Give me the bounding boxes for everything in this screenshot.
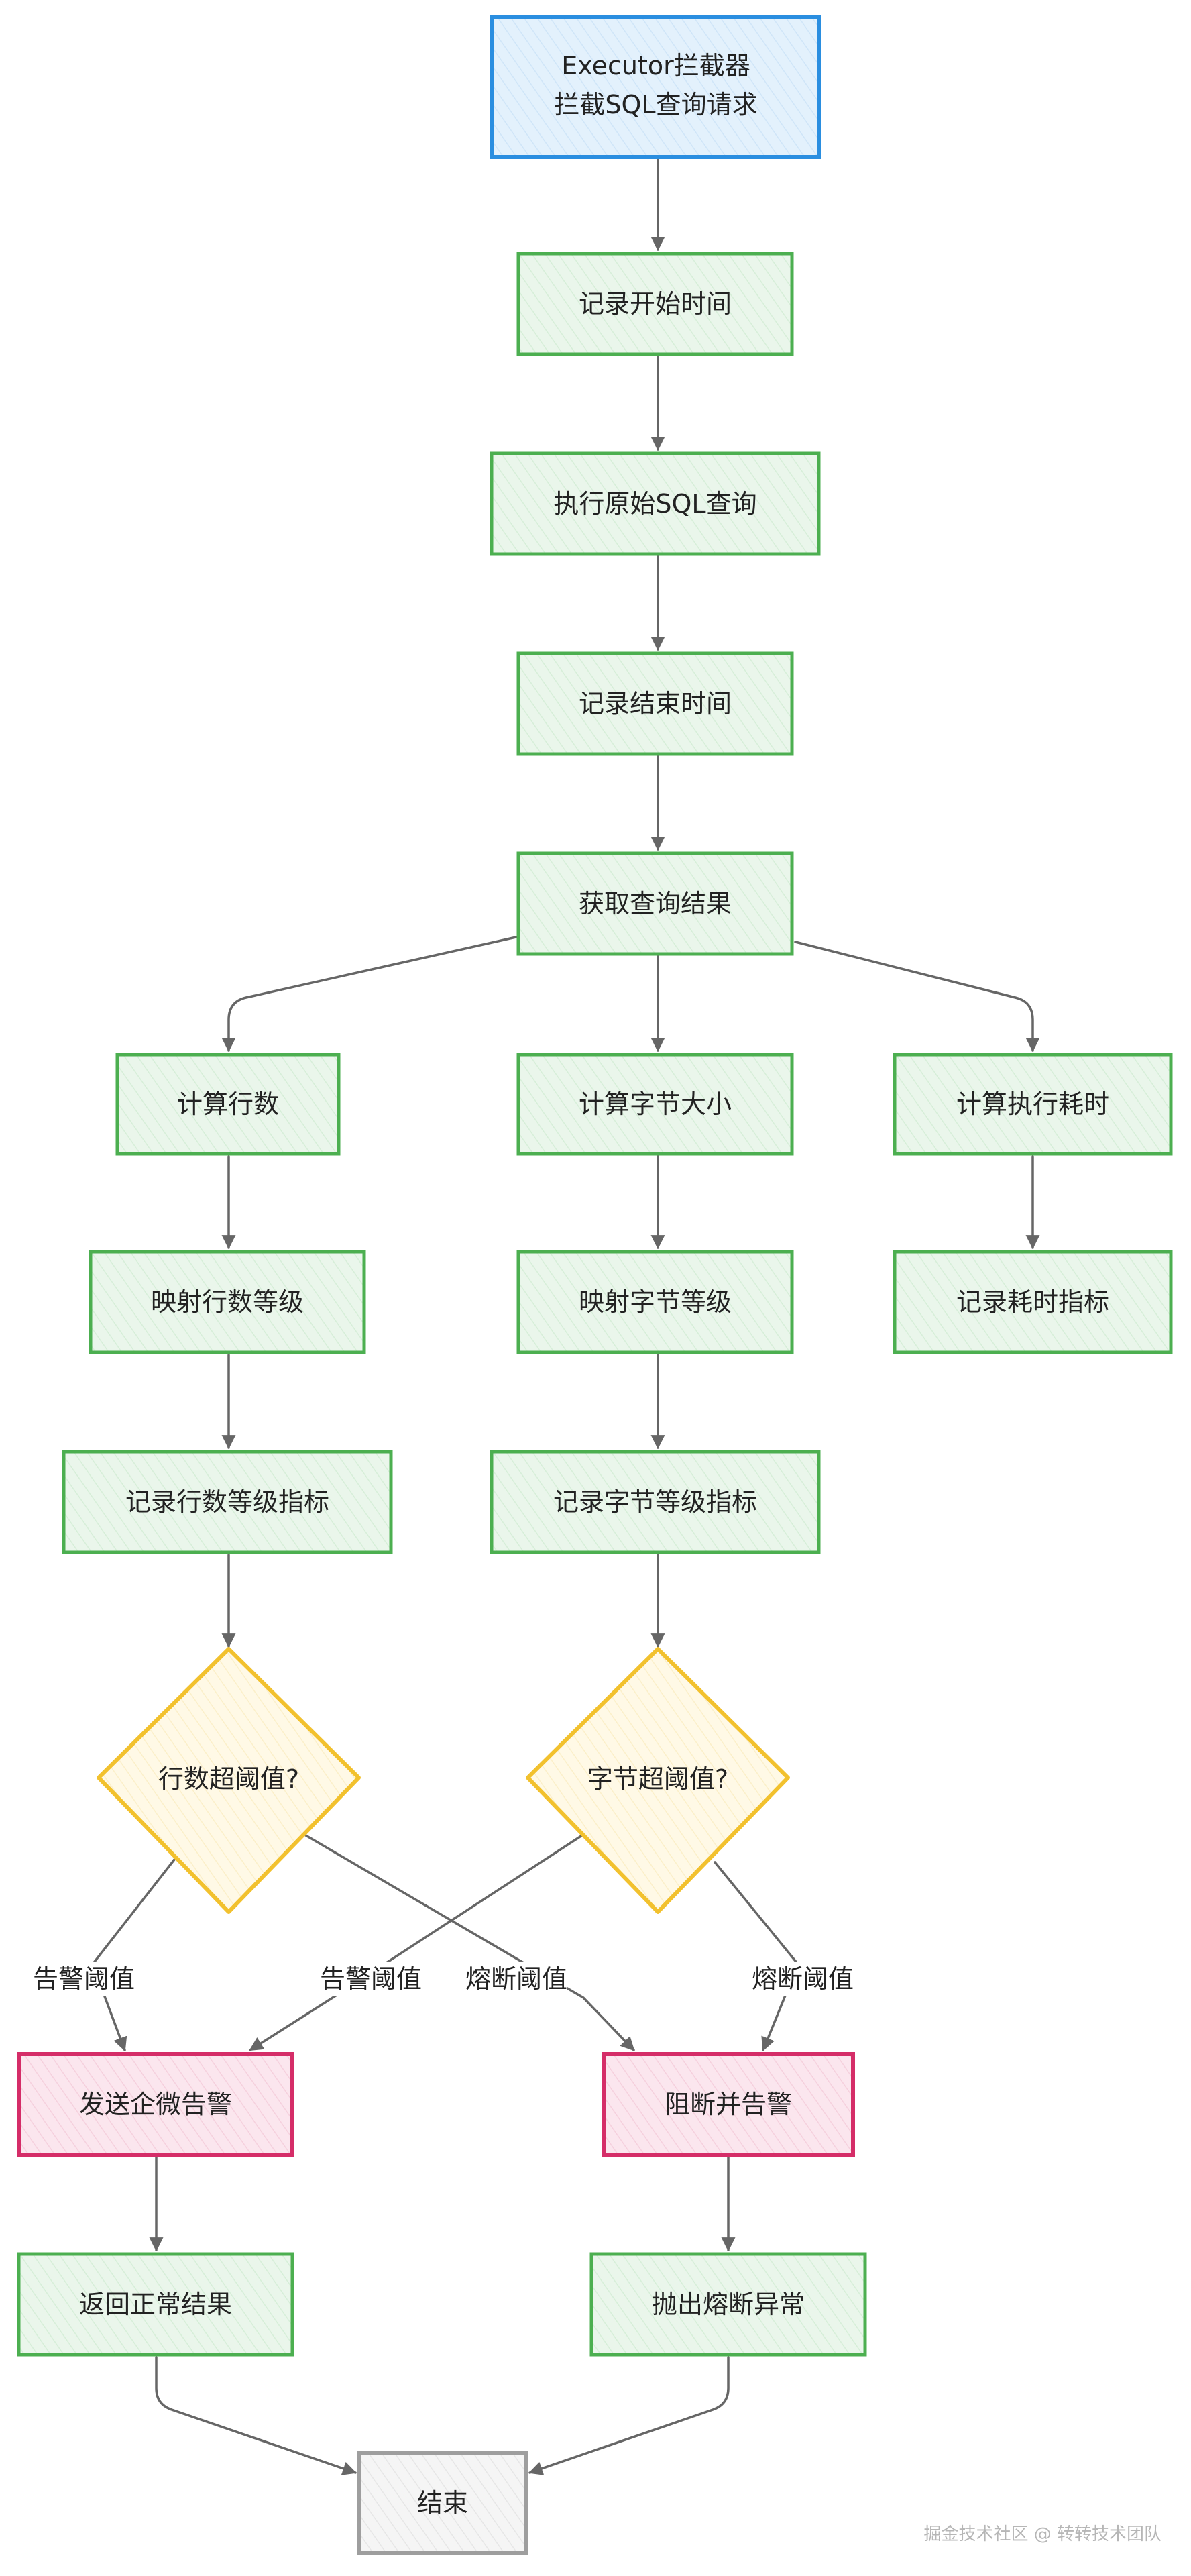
node-executor-interceptor: Executor拦截器 拦截SQL查询请求 [490,15,821,159]
node-send-alert: 发送企微告警 [17,2052,294,2157]
node-executor-line1: Executor拦截器 [561,51,750,80]
edge-rows-alert [91,1858,176,2051]
node-calc-rows-label: 计算行数 [177,1089,279,1119]
edge-bytes-alert [249,1834,583,2051]
watermark: 掘金技术社区 @ 转转技术团队 [923,2524,1161,2544]
edge-return-to-end [155,2356,357,2475]
node-record-byte-metric: 记录字节等级指标 [490,1450,821,1554]
node-block-alert: 阻断并告警 [602,2052,855,2157]
edge-label-rows-fuse: 熔断阈值 [465,1964,567,1994]
edge-label-rows-alert: 告警阈值 [33,1964,135,1994]
node-block-alert-label: 阻断并告警 [665,2090,792,2119]
edge-result-to-calc-rows [221,935,520,1053]
node-map-row-level-label: 映射行数等级 [151,1287,304,1317]
edge-label-bytes-alert: 告警阈值 [320,1964,422,1994]
edge-throw-to-end [528,2356,730,2475]
node-calc-bytes: 计算字节大小 [516,1053,794,1156]
node-record-time-metric: 记录耗时指标 [893,1250,1173,1354]
node-record-row-metric: 记录行数等级指标 [62,1450,393,1554]
node-record-row-metric-label: 记录行数等级指标 [125,1487,329,1517]
node-calc-time-label: 计算执行耗时 [956,1089,1109,1119]
node-record-start-label: 记录开始时间 [579,289,732,319]
node-end-label: 结束 [417,2488,468,2518]
node-record-end: 记录结束时间 [516,651,794,756]
node-return-normal: 返回正常结果 [17,2252,294,2357]
edge-result-to-calc-time [794,941,1040,1053]
node-get-result-label: 获取查询结果 [579,889,732,918]
node-execute-sql-label: 执行原始SQL查询 [553,489,756,519]
node-get-result: 获取查询结果 [516,851,794,956]
node-record-start: 记录开始时间 [516,252,794,356]
edge-rows-fuse [304,1834,635,2051]
node-bytes-exceed-decision: 字节超阈值? [526,1647,790,1914]
node-map-byte-level-label: 映射字节等级 [579,1287,732,1317]
node-throw-exception-label: 抛出熔断异常 [652,2290,805,2319]
node-record-end-label: 记录结束时间 [579,689,732,718]
node-record-time-metric-label: 记录耗时指标 [956,1287,1109,1317]
edge-bytes-fuse [714,1861,800,2051]
node-return-normal-label: 返回正常结果 [79,2290,232,2319]
edge-labels: 告警阈值 告警阈值 熔断阈值 熔断阈值 [20,1962,854,1996]
node-rows-exceed-label: 行数超阈值? [158,1764,299,1794]
node-calc-time: 计算执行耗时 [893,1053,1173,1156]
node-end: 结束 [357,2451,528,2555]
node-bytes-exceed-label: 字节超阈值? [587,1764,728,1794]
node-calc-rows: 计算行数 [115,1053,341,1156]
node-map-row-level: 映射行数等级 [89,1250,366,1354]
node-record-byte-metric-label: 记录字节等级指标 [553,1487,757,1517]
node-rows-exceed-decision: 行数超阈值? [97,1647,361,1914]
node-calc-bytes-label: 计算字节大小 [579,1089,732,1119]
node-map-byte-level: 映射字节等级 [516,1250,794,1354]
edge-label-bytes-fuse: 熔断阈值 [752,1964,854,1994]
node-execute-sql: 执行原始SQL查询 [490,451,821,556]
nodes: Executor拦截器 拦截SQL查询请求 记录开始时间 执行原始SQL查询 记… [17,15,1173,2555]
node-throw-exception: 抛出熔断异常 [589,2252,867,2357]
node-executor-line2: 拦截SQL查询请求 [554,90,757,119]
node-send-alert-label: 发送企微告警 [79,2090,232,2119]
